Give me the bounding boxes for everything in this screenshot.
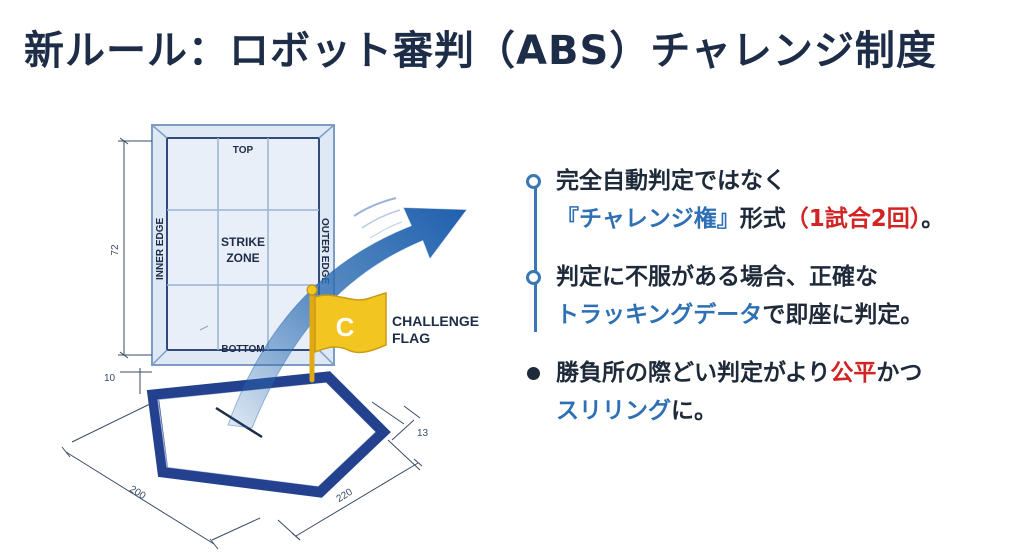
bullet-text-highlight: トラッキングデータ <box>556 302 763 328</box>
flag-label-line1: CHALLENGE <box>392 313 479 329</box>
flag-label-line2: FLAG <box>392 330 430 346</box>
flag-letter: C <box>336 312 355 342</box>
label-strike: STRIKE <box>221 235 265 249</box>
timeline-line <box>534 184 537 332</box>
dimension-200 <box>61 403 261 550</box>
dimension-13 <box>371 401 421 441</box>
bullet-line: トラッキングデータで即座に判定。 <box>556 296 1010 334</box>
strike-zone-illustration: TOP BOTTOM INNER EDGE OUTER EDGE STRIKE … <box>61 124 479 550</box>
bullet-text-highlight: スリリング <box>556 398 671 424</box>
bullet-text: 。 <box>921 206 945 232</box>
dimension-72-label: 72 <box>110 244 121 256</box>
label-top: TOP <box>233 145 254 156</box>
circle-bullet-icon <box>526 270 541 285</box>
home-plate <box>146 371 391 498</box>
bullet-text: で即座に判定。 <box>762 302 924 328</box>
dimension-10 <box>120 368 152 394</box>
bullet-text: 判定に不服がある場合、正確な <box>556 264 878 290</box>
dimension-72 <box>118 137 152 359</box>
label-inner-edge: INNER EDGE <box>155 217 166 280</box>
bullet-item-fairness: 勝負所の際どい判定がより公平かつ スリリングに。 <box>520 354 1010 430</box>
bullet-line: 『チャレンジ権』形式（1試合2回）。 <box>556 200 1010 238</box>
bullet-item-tracking: 判定に不服がある場合、正確な トラッキングデータで即座に判定。 <box>520 258 1010 334</box>
bullet-line: 判定に不服がある場合、正確な <box>556 258 1010 296</box>
bullet-text: かつ <box>876 360 923 386</box>
bullet-line: 完全自動判定ではなく <box>556 162 1010 200</box>
challenge-flag-icon <box>306 284 387 383</box>
bullet-text-highlight: 『チャレンジ権』 <box>556 206 740 232</box>
label-outer-edge: OUTER EDGE <box>319 218 330 284</box>
bullet-text: 形式 <box>739 206 786 232</box>
bullet-text: 完全自動判定ではなく <box>556 168 786 194</box>
bullet-text: 勝負所の際どい判定がより <box>556 360 831 386</box>
bullet-text-emphasis: 公平 <box>830 360 877 386</box>
dimension-220 <box>277 439 423 541</box>
bullet-line: スリリングに。 <box>556 392 1010 430</box>
dot-bullet-icon <box>527 367 540 380</box>
dimension-10-label: 10 <box>104 373 116 384</box>
bullet-text-emphasis: （1試合2回） <box>785 206 922 232</box>
bullet-item-challenge-format: 完全自動判定ではなく 『チャレンジ権』形式（1試合2回）。 <box>520 162 1010 238</box>
bullet-line: 勝負所の際どい判定がより公平かつ <box>556 354 1010 392</box>
label-zone: ZONE <box>226 251 259 265</box>
circle-bullet-icon <box>526 174 541 189</box>
page-title: 新ルール：ロボット審判（ABS）チャレンジ制度 <box>24 28 937 74</box>
challenge-arrow <box>227 197 467 429</box>
bullet-text: に。 <box>671 398 717 424</box>
bullet-list: 完全自動判定ではなく 『チャレンジ権』形式（1試合2回）。 判定に不服がある場合… <box>520 162 1010 430</box>
dimension-13-label: 13 <box>417 428 429 439</box>
label-bottom: BOTTOM <box>221 344 264 355</box>
dimension-200-label: 200 <box>127 484 147 502</box>
